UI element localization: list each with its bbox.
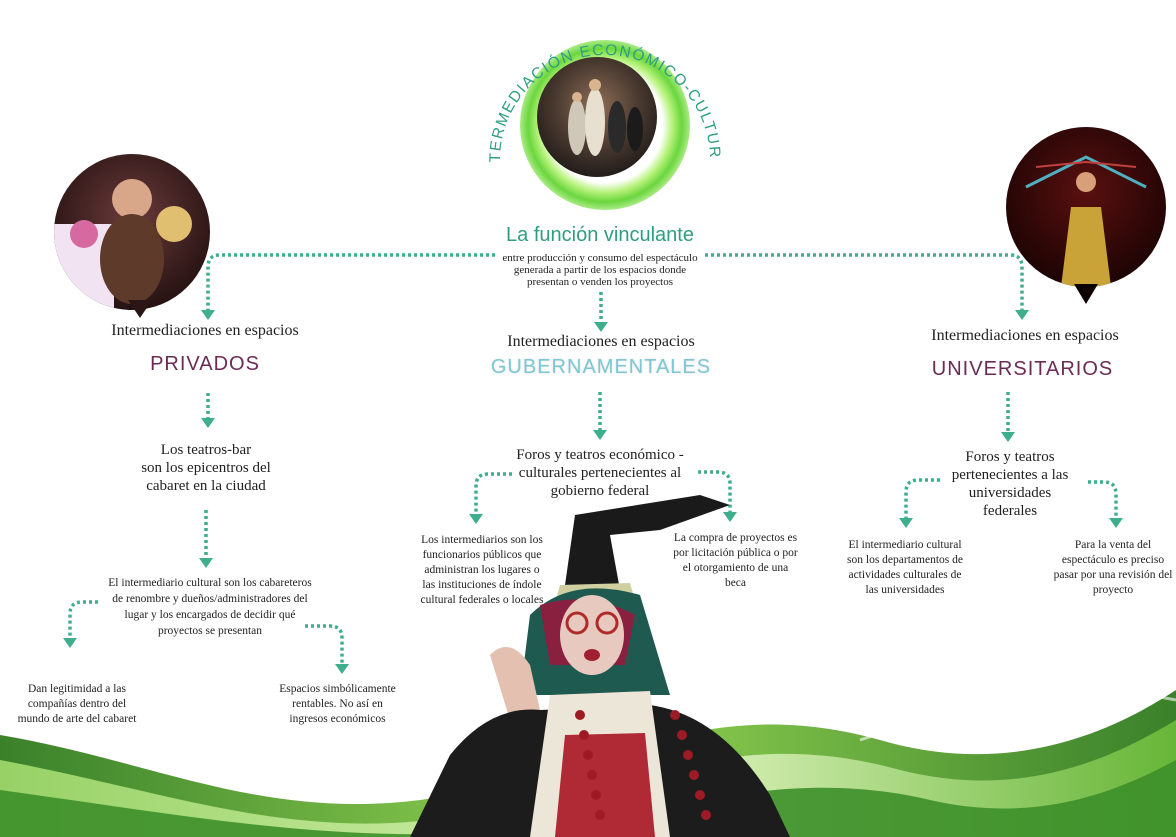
universitarios-node1-line: pertenecientes a las bbox=[951, 467, 1069, 483]
gubernamentales-leaf-right-line: el otorgamiento de una bbox=[682, 562, 789, 574]
universitarios-leaf-left-line: las universidades bbox=[865, 584, 945, 596]
privados-leaf-right-line: rentables. No así en bbox=[292, 698, 383, 710]
privados-node2-line: proyectos se presentan bbox=[157, 625, 263, 637]
center-show-photo bbox=[537, 57, 657, 177]
gubernamentales-leaf-right-line: por licitación pública o por bbox=[673, 547, 798, 559]
privados-leaf-right-line: ingresos económicos bbox=[289, 713, 386, 725]
gubernamentales-node1-line: Foros y teatros económico - bbox=[516, 447, 684, 463]
gubernamentales-leaf-left-line: administran los lugares o bbox=[424, 564, 540, 576]
privados-leaf-left-line: Dan legitimidad a las bbox=[27, 683, 127, 695]
privados-node2: El intermediario cultural son los cabare… bbox=[80, 575, 340, 639]
right-performer-photo bbox=[1006, 127, 1166, 287]
privados-leaf-right-line: Espacios simbólicamente bbox=[279, 683, 396, 695]
universitarios-leaf-left-line: son los departamentos de bbox=[847, 554, 963, 566]
privados-leaf-left-line: compañías dentro del bbox=[27, 698, 127, 710]
gubernamentales-node1-line: gobierno federal bbox=[550, 483, 650, 499]
gubernamentales-node1: Foros y teatros económico - culturales p… bbox=[490, 446, 710, 500]
universitarios-node1-line: universidades bbox=[968, 485, 1052, 501]
universitarios-node1: Foros y teatros pertenecientes a las uni… bbox=[910, 448, 1110, 520]
gubernamentales-leaf-right-line: La compra de proyectos es bbox=[673, 532, 798, 544]
universitarios-intro: Intermediaciones en espacios bbox=[931, 327, 1119, 344]
privados-intro: Intermediaciones en espacios bbox=[111, 322, 299, 339]
privados-node2-line: lugar y los encargados de decidir qué bbox=[124, 609, 296, 621]
function-desc-line: generada a partir de los espacios donde bbox=[513, 264, 687, 276]
universitarios-leaf-left-line: El intermediario cultural bbox=[848, 539, 962, 551]
function-desc-line: entre producción y consumo del espectácu… bbox=[502, 252, 698, 264]
universitarios-node1-line: Foros y teatros bbox=[965, 449, 1055, 465]
right-photo-tail bbox=[1074, 284, 1098, 304]
privados-title: PRIVADOS bbox=[150, 353, 260, 375]
left-photo-tail bbox=[128, 300, 152, 318]
universitarios-leaf-right-line: espectáculo es preciso bbox=[1061, 554, 1165, 566]
universitarios-leaf-left: El intermediario cultural son los depart… bbox=[835, 538, 975, 598]
gubernamentales-title: GUBERNAMENTALES bbox=[490, 356, 712, 378]
privados-node1-line: son los epicentros del bbox=[141, 460, 271, 476]
gubernamentales-intro: Intermediaciones en espacios bbox=[507, 333, 695, 350]
privados-node2-line: El intermediario cultural son los cabare… bbox=[108, 577, 312, 589]
left-cabaret-photo bbox=[54, 154, 210, 310]
privados-node1-line: cabaret en la ciudad bbox=[146, 478, 266, 494]
function-title: La función vinculante bbox=[506, 224, 694, 246]
gubernamentales-leaf-right: La compra de proyectos es por licitación… bbox=[663, 531, 808, 591]
universitarios-leaf-right-line: Para la venta del bbox=[1074, 539, 1152, 551]
privados-leaf-left: Dan legitimidad a las compañías dentro d… bbox=[2, 682, 152, 727]
universitarios-leaf-right-line: pasar por una revisión del bbox=[1053, 569, 1173, 581]
universitarios-node1-line: federales bbox=[982, 503, 1038, 519]
gubernamentales-leaf-left-line: funcionarios públicos que bbox=[422, 549, 542, 561]
gubernamentales-node1-line: culturales pertenecientes al bbox=[518, 465, 682, 481]
universitarios-title: UNIVERSITARIOS bbox=[931, 358, 1114, 380]
privados-leaf-right: Espacios simbólicamente rentables. No as… bbox=[265, 682, 410, 727]
universitarios-leaf-left-line: actividades culturales de bbox=[848, 569, 962, 581]
universitarios-leaf-right-line: proyecto bbox=[1092, 584, 1134, 596]
gubernamentales-leaf-left-line: las instituciones de índole bbox=[422, 579, 542, 591]
privados-node2-line: de renombre y dueños/administradores del bbox=[112, 593, 308, 605]
function-desc-line: presentan o venden los proyectos bbox=[526, 276, 673, 288]
gubernamentales-leaf-right-line: beca bbox=[724, 577, 747, 589]
performer-cutout-image bbox=[410, 495, 790, 837]
gubernamentales-leaf-left-line: Los intermediarios son los bbox=[421, 534, 543, 546]
gubernamentales-leaf-left: Los intermediarios son los funcionarios … bbox=[412, 533, 552, 608]
universitarios-leaf-right: Para la venta del espectáculo es preciso… bbox=[1050, 538, 1176, 598]
function-description: entre producción y consumo del espectácu… bbox=[470, 252, 730, 288]
privados-leaf-left-line: mundo de arte del cabaret bbox=[17, 713, 137, 725]
privados-node1: Los teatros-bar son los epicentros del c… bbox=[96, 441, 316, 495]
arc-title-svg: INTERMEDIACIÓN ECONÓMICO-CULTURAL bbox=[474, 0, 722, 163]
privados-node1-line: Los teatros-bar bbox=[160, 442, 252, 458]
gubernamentales-leaf-left-line: cultural federales o locales bbox=[420, 594, 544, 606]
